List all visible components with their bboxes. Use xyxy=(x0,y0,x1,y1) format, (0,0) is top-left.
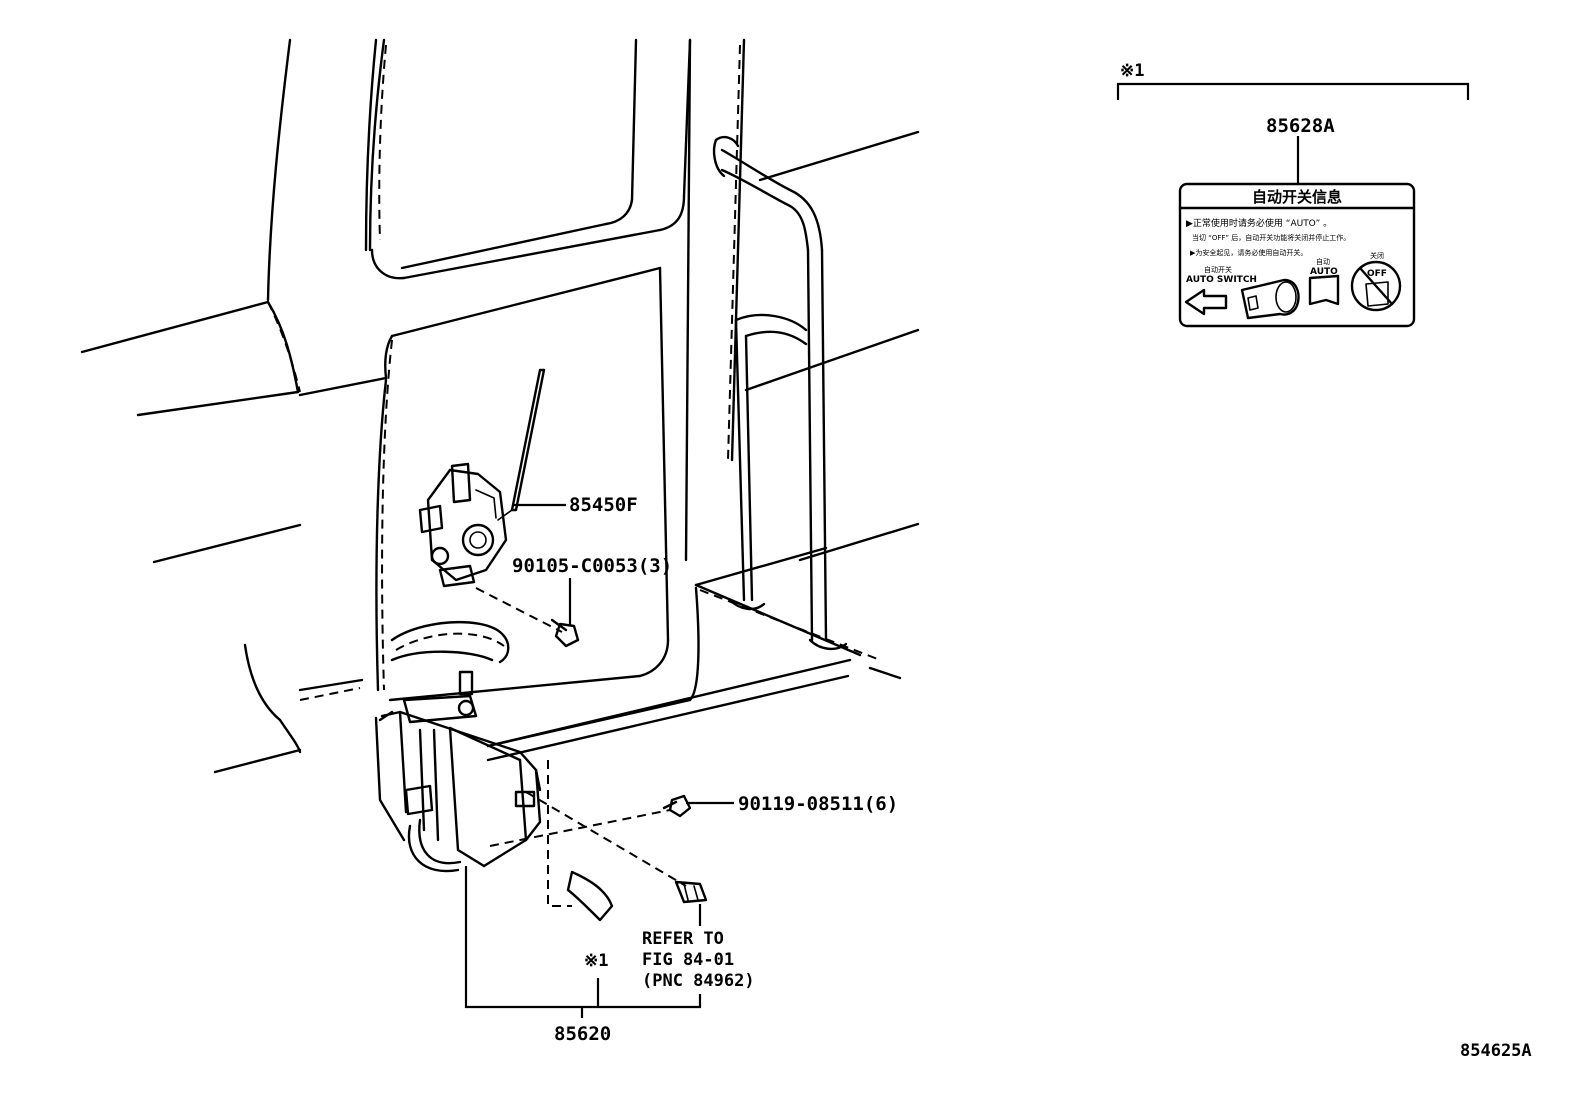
control-module-85620 xyxy=(374,694,542,873)
label-card-85628a: 自动开关信息 ▶正常使用时请务必使用 “AUTO” 。 当切 “OFF” 后，自… xyxy=(1178,182,1416,328)
window-motor-85450f xyxy=(418,368,546,588)
refer-line-1: REFER TO xyxy=(642,929,724,949)
leader-lines xyxy=(464,82,1470,1018)
screw-90105 xyxy=(550,618,580,648)
bolt-90119 xyxy=(662,794,692,818)
label-card-line-1: ▶正常使用时请务必使用 “AUTO” 。 xyxy=(1186,217,1332,229)
label-card-title: 自动开关信息 xyxy=(1252,188,1342,206)
refer-line-3: (PNC 84962) xyxy=(642,971,755,991)
refer-line-2: FIG 84-01 xyxy=(642,950,734,970)
part-label-85450f: 85450F xyxy=(569,494,638,516)
arrow-left-icon xyxy=(1184,288,1228,316)
auto-position-icon xyxy=(1308,274,1340,306)
part-label-90105: 90105-C0053(3) xyxy=(512,555,672,577)
part-label-85628a: 85628A xyxy=(1266,115,1335,137)
label-card-line-3: ▶为安全起见，请务必使用自动开关。 xyxy=(1190,248,1307,257)
off-prohibited-icon: OFF xyxy=(1350,260,1402,312)
label-card-switch-small: 自动开关 xyxy=(1204,265,1232,274)
label-card-auto-small: 自动 xyxy=(1316,257,1330,266)
vehicle-body-outline xyxy=(80,38,920,774)
label-sticker-shape xyxy=(566,870,614,922)
off-icon-label: OFF xyxy=(1367,269,1387,279)
part-label-90119: 90119-08511(6) xyxy=(738,793,898,815)
label-card-auto-label: AUTO xyxy=(1310,267,1338,277)
label-card-off-small: 关闭 xyxy=(1370,251,1384,260)
label-card-switch-label: AUTO SWITCH xyxy=(1186,275,1257,285)
switch-knob-icon xyxy=(1240,278,1300,320)
part-label-85620: 85620 xyxy=(554,1023,611,1045)
connector-84962 xyxy=(674,880,708,904)
figure-code: 854625A xyxy=(1460,1041,1532,1061)
note-mark-module: ※1 xyxy=(584,951,608,971)
note-mark-label: ※1 xyxy=(1120,61,1144,81)
label-card-line-2: 当切 “OFF” 后，自动开关功能将关闭并停止工作。 xyxy=(1192,233,1350,242)
phantom-lines xyxy=(475,587,687,907)
